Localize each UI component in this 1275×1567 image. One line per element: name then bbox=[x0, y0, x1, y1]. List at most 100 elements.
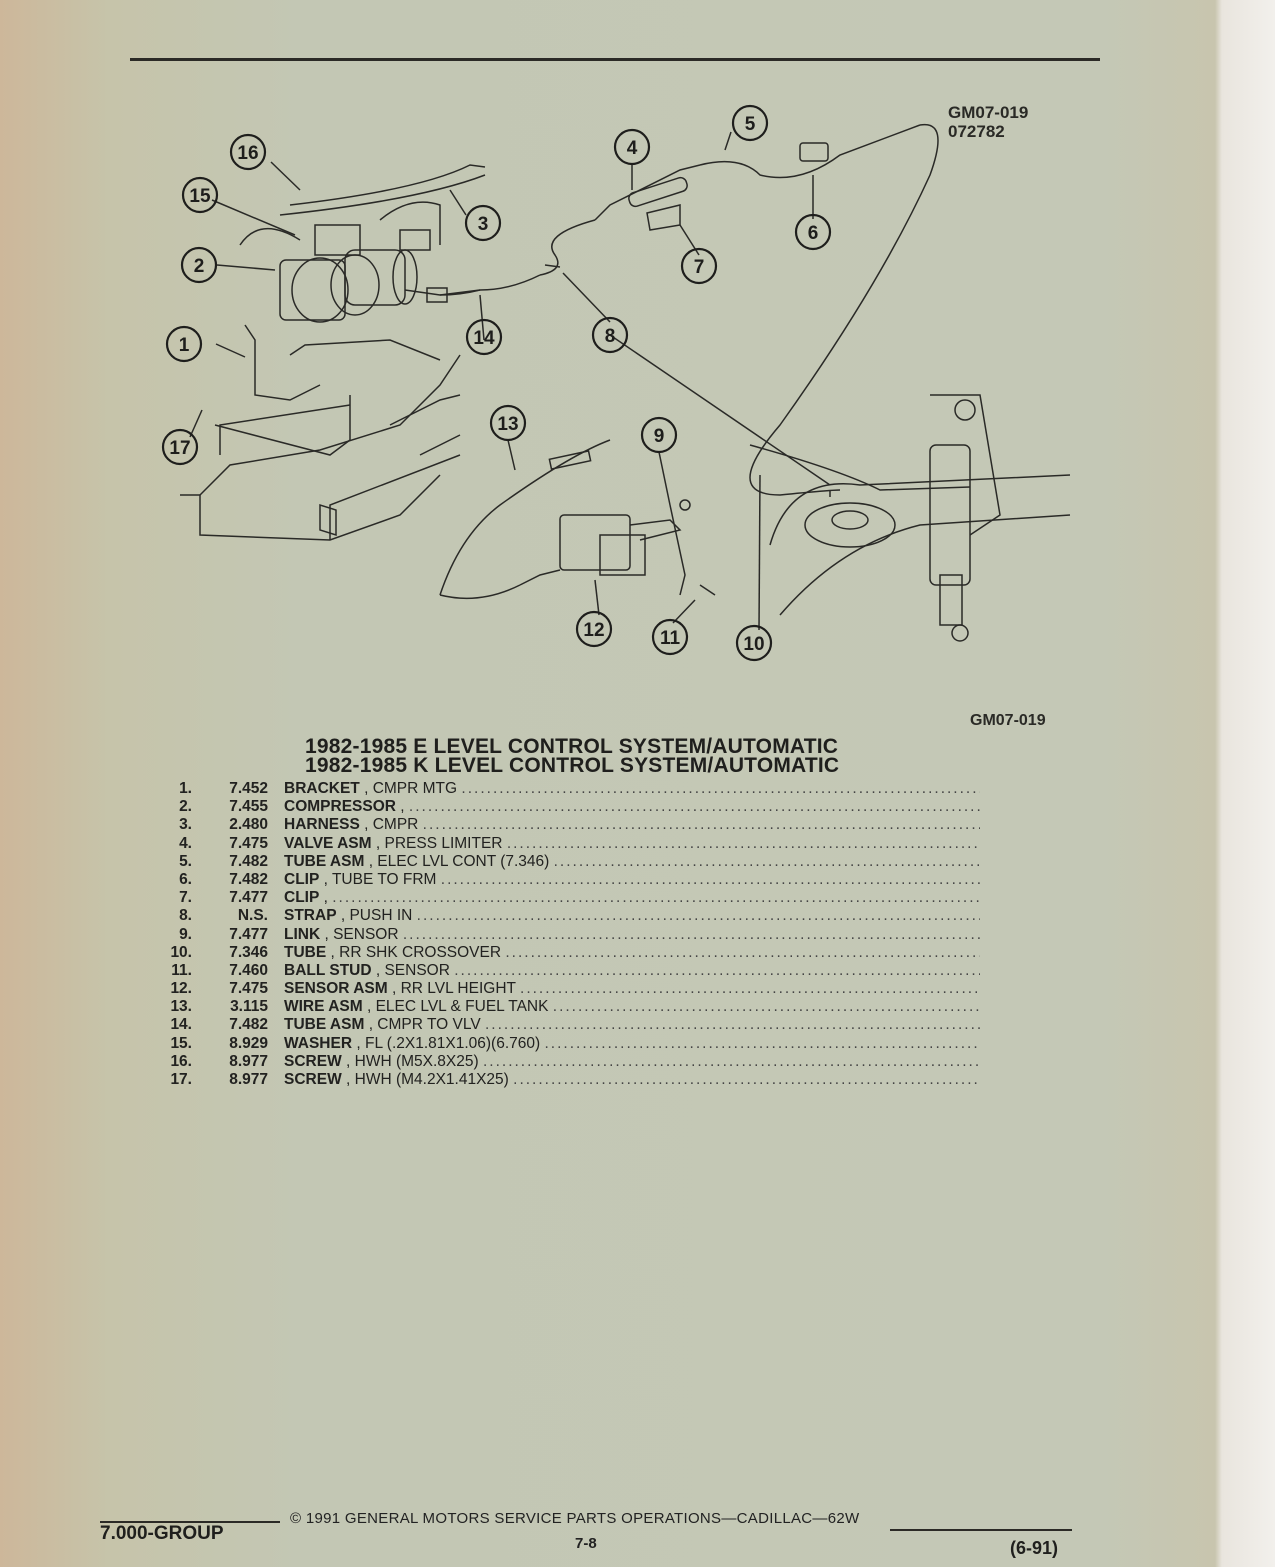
dot-leader: ........................................… bbox=[505, 943, 980, 961]
part-description: CLIP , .................................… bbox=[284, 889, 980, 907]
part-name: TUBE bbox=[284, 943, 327, 961]
part-name: SCREW bbox=[284, 1052, 342, 1070]
part-item-number: 15. bbox=[170, 1034, 192, 1052]
part-detail: , HWH (M5X.8X25) bbox=[346, 1052, 479, 1070]
dot-leader: ........................................… bbox=[422, 816, 980, 834]
part-item-number: 16. bbox=[170, 1052, 192, 1070]
part-group-number: 7.452 bbox=[229, 780, 268, 797]
part-row: 6. 7.482 CLIP , TUBE TO FRM ..............… bbox=[140, 871, 980, 889]
part-item-number: 9. bbox=[179, 925, 192, 943]
part-description: VALVE ASM , PRESS LIMITER ..............… bbox=[284, 835, 980, 853]
section-title-e: 1982-1985 E LEVEL CONTROL SYSTEM/AUTOMAT… bbox=[305, 735, 839, 758]
dot-leader: ........................................… bbox=[506, 834, 980, 852]
dot-leader: ........................................… bbox=[461, 780, 980, 797]
callout-15: 15 bbox=[181, 176, 219, 214]
svg-text:6: 6 bbox=[808, 223, 819, 244]
part-detail: , SENSOR bbox=[324, 925, 399, 943]
part-group-number: 7.482 bbox=[229, 870, 268, 888]
dot-leader: ........................................… bbox=[482, 1052, 980, 1070]
revision-date: (6-91) bbox=[1010, 1538, 1059, 1558]
callout-17: 17 bbox=[161, 428, 199, 466]
part-name: BALL STUD bbox=[284, 961, 372, 979]
dot-leader: ........................................… bbox=[408, 798, 980, 816]
part-name: BRACKET bbox=[284, 780, 360, 797]
svg-text:14: 14 bbox=[473, 328, 495, 349]
dot-leader: ........................................… bbox=[484, 1016, 980, 1034]
tube-routing-drawing bbox=[539, 123, 939, 496]
footer-copyright: © 1991 GENERAL MOTORS SERVICE PARTS OPER… bbox=[290, 1510, 860, 1527]
part-detail: , PUSH IN bbox=[340, 907, 413, 925]
part-group-number: 7.475 bbox=[229, 980, 268, 998]
callout-1: 1 bbox=[165, 325, 203, 363]
svg-text:9: 9 bbox=[654, 426, 665, 447]
svg-text:12: 12 bbox=[583, 620, 604, 641]
part-row: 8.N.S.STRAP , PUSH IN ..................… bbox=[140, 907, 980, 925]
callout-14: 14 bbox=[465, 318, 503, 356]
svg-text:13: 13 bbox=[497, 414, 518, 435]
part-name: WASHER bbox=[284, 1034, 353, 1052]
part-row: 10. 7.346 TUBE , RR SHK CROSSOVER ........… bbox=[140, 944, 980, 962]
svg-text:7: 7 bbox=[694, 257, 705, 278]
part-item-number: 3. bbox=[179, 816, 192, 834]
part-description: TUBE ASM , CMPR TO VLV .................… bbox=[284, 1016, 980, 1034]
callout-4: 4 bbox=[613, 128, 651, 166]
callout-12: 12 bbox=[575, 610, 613, 648]
part-name: TUBE ASM bbox=[284, 1016, 365, 1034]
svg-text:2: 2 bbox=[194, 256, 205, 277]
part-group-number: 8.977 bbox=[229, 1071, 268, 1088]
part-detail: , RR SHK CROSSOVER bbox=[330, 943, 502, 961]
part-group-number: 7.475 bbox=[229, 834, 268, 852]
part-name: LINK bbox=[284, 925, 321, 943]
callout-8: 8 bbox=[591, 316, 629, 354]
callout-3: 3 bbox=[464, 204, 502, 242]
part-item-number: 17. bbox=[170, 1071, 192, 1088]
svg-text:17: 17 bbox=[169, 438, 190, 459]
footer-rule-right bbox=[890, 1529, 1072, 1531]
part-item-number: 2. bbox=[179, 798, 192, 816]
part-description: TUBE , RR SHK CROSSOVER ................… bbox=[284, 944, 980, 962]
part-description: CLIP , TUBE TO FRM .....................… bbox=[284, 871, 980, 889]
callout-6: 6 bbox=[794, 213, 832, 251]
dot-leader: ........................................… bbox=[520, 980, 980, 998]
part-detail: , CMPR MTG bbox=[364, 780, 458, 797]
dot-leader: ........................................… bbox=[332, 889, 980, 907]
part-description: SCREW , HWH (M5X.8X25) .................… bbox=[284, 1053, 980, 1071]
dot-leader: ........................................… bbox=[454, 961, 980, 979]
svg-text:5: 5 bbox=[745, 114, 756, 135]
part-description: BRACKET , CMPR MTG .....................… bbox=[284, 780, 980, 798]
part-item-number: 10. bbox=[170, 943, 192, 961]
part-group-number: 7.482 bbox=[229, 852, 268, 870]
part-name: VALVE ASM bbox=[284, 834, 372, 852]
dot-leader: ........................................… bbox=[552, 998, 980, 1016]
part-description: SCREW , HWH (M4.2X1.41X25) .............… bbox=[284, 1071, 980, 1089]
part-group-number: 7.346 bbox=[229, 943, 268, 961]
part-description: HARNESS , CMPR .........................… bbox=[284, 816, 980, 834]
part-item-number: 6. bbox=[179, 870, 192, 888]
part-group-number: 7.455 bbox=[229, 798, 268, 816]
part-name: WIRE ASM bbox=[284, 998, 363, 1016]
callout-7: 7 bbox=[680, 247, 718, 285]
figure-code: GM07-019 bbox=[948, 103, 1029, 122]
svg-text:3: 3 bbox=[478, 214, 489, 235]
part-group-number: 7.477 bbox=[229, 889, 268, 907]
part-group-number: 8.929 bbox=[229, 1034, 268, 1052]
dot-leader: ........................................… bbox=[402, 925, 980, 943]
callout-5: 5 bbox=[731, 104, 769, 142]
svg-text:16: 16 bbox=[237, 143, 258, 164]
dot-leader: ........................................… bbox=[440, 870, 980, 888]
svg-text:4: 4 bbox=[627, 138, 638, 159]
figure-code-block: GM07-019 072782 bbox=[948, 103, 1028, 141]
part-row: 17. 8.977 SCREW , HWH (M4.2X1.41X25) .....… bbox=[140, 1071, 980, 1089]
part-group-number: N.S. bbox=[237, 907, 268, 925]
svg-text:15: 15 bbox=[189, 186, 211, 207]
